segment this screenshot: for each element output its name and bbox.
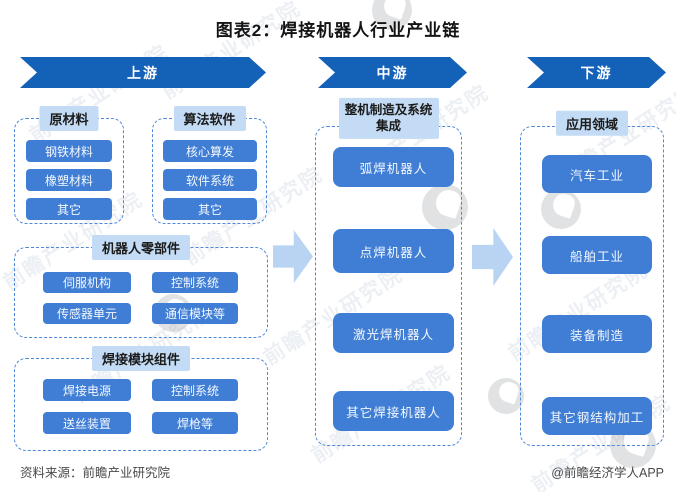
group-label: 算法软件 — [173, 106, 246, 131]
item-box: 其它 — [163, 198, 257, 220]
group-label: 焊接模块组件 — [91, 346, 191, 371]
item-box: 通信模块等 — [152, 303, 238, 324]
item-box: 点焊机器人 — [333, 229, 454, 273]
flow-arrow-icon — [273, 230, 313, 283]
item-box: 控制系统 — [152, 379, 238, 401]
group-welding-modules: 焊接模块组件 焊接电源 控制系统 送丝装置 焊枪等 — [14, 346, 268, 451]
upstream-banner: 上游 — [20, 57, 266, 88]
group-algorithm-software: 算法软件 核心算发 软件系统 其它 — [152, 106, 267, 224]
item-box: 其它钢结构加工 — [542, 397, 652, 435]
group-label: 机器人零部件 — [91, 235, 191, 260]
downstream-banner: 下游 — [527, 57, 666, 88]
item-box: 汽车工业 — [542, 155, 652, 193]
item-box: 焊接电源 — [43, 379, 131, 401]
group-label: 原材料 — [39, 106, 99, 131]
flow-arrow-icon — [472, 228, 513, 286]
chart-title: 图表2：焊接机器人行业产业链 — [215, 21, 461, 40]
item-box: 激光焊机器人 — [333, 313, 454, 353]
group-label: 应用领域 — [555, 110, 629, 136]
item-box: 装备制造 — [542, 315, 652, 353]
item-box: 软件系统 — [163, 169, 257, 191]
source-note: 资料来源：前瞻产业研究院 — [20, 466, 171, 480]
item-box: 钢铁材料 — [26, 140, 112, 162]
group-application-fields: 应用领域 汽车工业 船舶工业 装备制造 其它钢结构加工 — [520, 110, 664, 446]
item-box: 控制系统 — [152, 272, 238, 293]
group-machine-manufacturing: 整机制造及系统集成 弧焊机器人 点焊机器人 激光焊机器人 其它焊接机器人 — [315, 97, 462, 446]
item-box: 焊枪等 — [152, 412, 238, 434]
midstream-banner: 中游 — [318, 57, 467, 88]
item-box: 船舶工业 — [542, 236, 652, 274]
item-box: 其它 — [26, 198, 112, 220]
item-box: 其它焊接机器人 — [333, 391, 454, 431]
group-label: 整机制造及系统集成 — [338, 97, 439, 139]
item-box: 橡塑材料 — [26, 169, 112, 191]
item-box: 伺服机构 — [43, 272, 131, 293]
item-box: 核心算发 — [163, 140, 257, 162]
group-robot-components: 机器人零部件 伺服机构 控制系统 传感器单元 通信模块等 — [14, 235, 268, 338]
item-box: 传感器单元 — [43, 303, 131, 324]
group-raw-materials: 原材料 钢铁材料 橡塑材料 其它 — [14, 106, 124, 224]
item-box: 弧焊机器人 — [333, 147, 454, 187]
item-box: 送丝装置 — [43, 412, 131, 434]
brand-credit: @前瞻经济学人APP — [551, 466, 664, 480]
